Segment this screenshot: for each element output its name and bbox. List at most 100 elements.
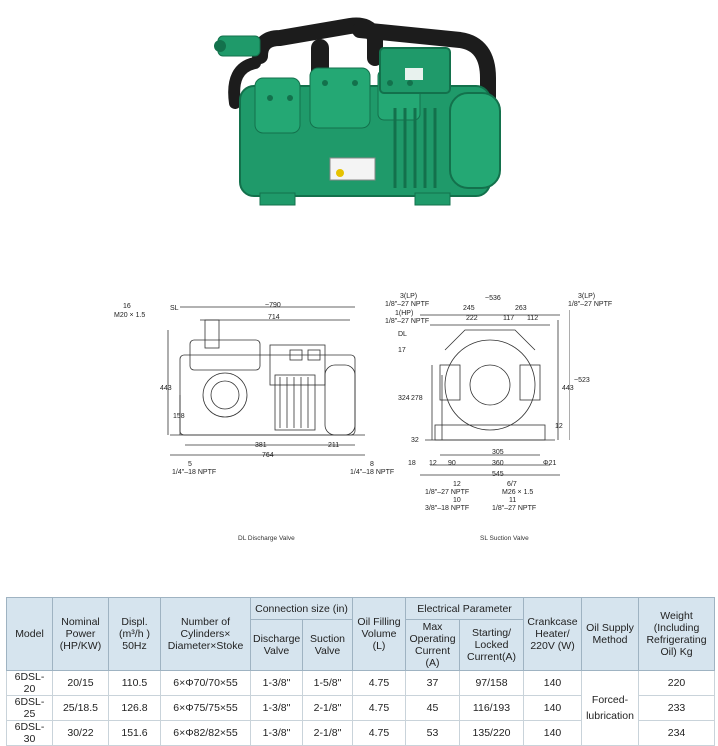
cell-model: 6DSL-20 [6, 670, 53, 696]
cell-model: 6DSL-30 [6, 720, 53, 746]
dim-263: 263 [515, 305, 527, 312]
col-cylinders: Number of Cylinders× Diameter×Stoke [160, 597, 251, 671]
cell-max-current: 53 [405, 720, 461, 746]
dim-12-bot: 12 [429, 460, 437, 467]
npt18: 3/8"–18 NPTF [425, 505, 470, 512]
cell-oil: 4.75 [352, 720, 407, 746]
dim-443-right: 443 [562, 385, 574, 392]
cell-suction: 2-1/8" [301, 720, 354, 746]
dim-5: 5 [188, 461, 192, 468]
cell-discharge: 1-3/8" [250, 670, 303, 696]
col-connection: Connection size (in) [249, 597, 354, 620]
npt27-e: 1/8"–27 NPTF [492, 505, 537, 512]
label-dl: DL [398, 331, 407, 338]
col-displ: Displ. (m³/h ) 50Hz [108, 597, 161, 671]
cell-cylinders: 6×Φ75/75×55 [160, 695, 251, 721]
dim-117: 117 [503, 315, 515, 322]
label-sl: SL [170, 305, 179, 312]
cell-discharge: 1-3/8" [250, 720, 303, 746]
cell-max-current: 45 [405, 695, 461, 721]
npt27-b: 1/8"–27 NPTF [385, 318, 430, 325]
col-crankcase: Crankcase Heater/ 220V (W) [523, 597, 583, 671]
dim-536: ~536 [485, 295, 501, 302]
dim-12-b2: 12 [453, 481, 461, 488]
col-weight: Weight (Including Refrigerating Oil) Kg [638, 597, 716, 671]
cell-discharge: 1-3/8" [250, 695, 303, 721]
dim-381: 381 [255, 442, 267, 449]
npt27-c: 1/8"–27 NPTF [568, 301, 613, 308]
dim-m26: M26 × 1.5 [502, 489, 534, 496]
cell-cylinders: 6×Φ70/70×55 [160, 670, 251, 696]
cell-power: 20/15 [52, 670, 109, 696]
dim-790: ~790 [265, 302, 281, 309]
col-discharge: Discharge Valve [250, 619, 303, 671]
cell-power: 30/22 [52, 720, 109, 746]
table-row: 6DSL-25 25/18.5 126.8 6×Φ75/75×55 1-3/8"… [6, 695, 716, 721]
legend-discharge-valve: DL Discharge Valve [238, 535, 295, 542]
dim-16: 16 [123, 303, 131, 310]
npt27-d: 1/8"–27 NPTF [425, 489, 470, 496]
col-electrical: Electrical Parameter [405, 597, 525, 620]
cell-oil-supply: Forced-lubrication [581, 670, 640, 746]
dim-12-side: 12 [555, 423, 563, 430]
dim-17: 17 [398, 347, 406, 354]
npt-left: 1/4"–18 NPTF [172, 469, 217, 476]
cell-starting-current: 116/193 [459, 695, 525, 721]
cell-crankcase: 140 [523, 695, 583, 721]
npt27-a: 1/8"–27 NPTF [385, 301, 430, 308]
cell-displ: 110.5 [108, 670, 161, 696]
dim-m20: M20 × 1.5 [114, 312, 146, 319]
dim-90: 90 [448, 460, 456, 467]
npt-right: 1/4"–18 NPTF [350, 469, 395, 476]
dim-523: ~523 [574, 377, 590, 384]
dim-phi21: Φ21 [543, 460, 557, 467]
cell-weight: 220 [638, 670, 716, 696]
cell-displ: 126.8 [108, 695, 161, 721]
cell-weight: 234 [638, 720, 716, 746]
front-view-drawing [420, 310, 570, 476]
col-starting-current: Starting/ Locked Current(A) [459, 619, 525, 671]
dim-443-left: 443 [160, 385, 172, 392]
side-view-drawing [167, 306, 365, 456]
col-suction: Suction Valve [301, 619, 354, 671]
table-row: 6DSL-20 20/15 110.5 6×Φ70/70×55 1-3/8" 1… [6, 670, 716, 746]
cell-crankcase: 140 [523, 670, 583, 696]
cell-weight: 233 [638, 695, 716, 721]
cell-suction: 2-1/8" [301, 695, 354, 721]
dim-32: 32 [411, 437, 419, 444]
col-model: Model [6, 597, 53, 671]
col-oil-supply: Oil Supply Method [581, 597, 640, 671]
spec-table: Model Nominal Power (HP/KW) Displ. (m³/h… [6, 597, 716, 746]
cell-crankcase: 140 [523, 720, 583, 746]
compressor-photo [214, 17, 501, 206]
dim-18: 18 [408, 460, 416, 467]
cell-power: 25/18.5 [52, 695, 109, 721]
label-3lp-left: 3(LP) [400, 293, 418, 300]
cell-suction: 1-5/8" [301, 670, 354, 696]
col-power: Nominal Power (HP/KW) [52, 597, 109, 671]
dim-222: 222 [466, 315, 478, 322]
cell-oil: 4.75 [352, 695, 407, 721]
dim-10: 10 [453, 497, 461, 504]
dim-278: 278 [411, 395, 423, 402]
dim-324: 324 [398, 395, 410, 402]
cell-displ: 151.6 [108, 720, 161, 746]
dim-8: 8 [370, 461, 374, 468]
dim-11: 11 [509, 497, 517, 504]
dim-211: 211 [328, 442, 340, 449]
cell-model: 6DSL-25 [6, 695, 53, 721]
legend-suction-valve: SL Suction Valve [480, 535, 529, 542]
dim-158: 158 [173, 413, 185, 420]
cell-max-current: 37 [405, 670, 461, 696]
dim-714: 714 [268, 314, 280, 321]
dim-360: 360 [492, 460, 504, 467]
col-max-current: Max Operating Current (A) [405, 619, 461, 671]
label-3lp-right: 3(LP) [578, 293, 596, 300]
cell-cylinders: 6×Φ82/82×55 [160, 720, 251, 746]
dim-6-7: 6/7 [507, 481, 517, 488]
label-1hp: 1(HP) [395, 310, 414, 317]
dim-245: 245 [463, 305, 475, 312]
cell-starting-current: 97/158 [459, 670, 525, 696]
col-oil-volume: Oil Filling Volume (L) [352, 597, 407, 671]
cell-oil: 4.75 [352, 670, 407, 696]
